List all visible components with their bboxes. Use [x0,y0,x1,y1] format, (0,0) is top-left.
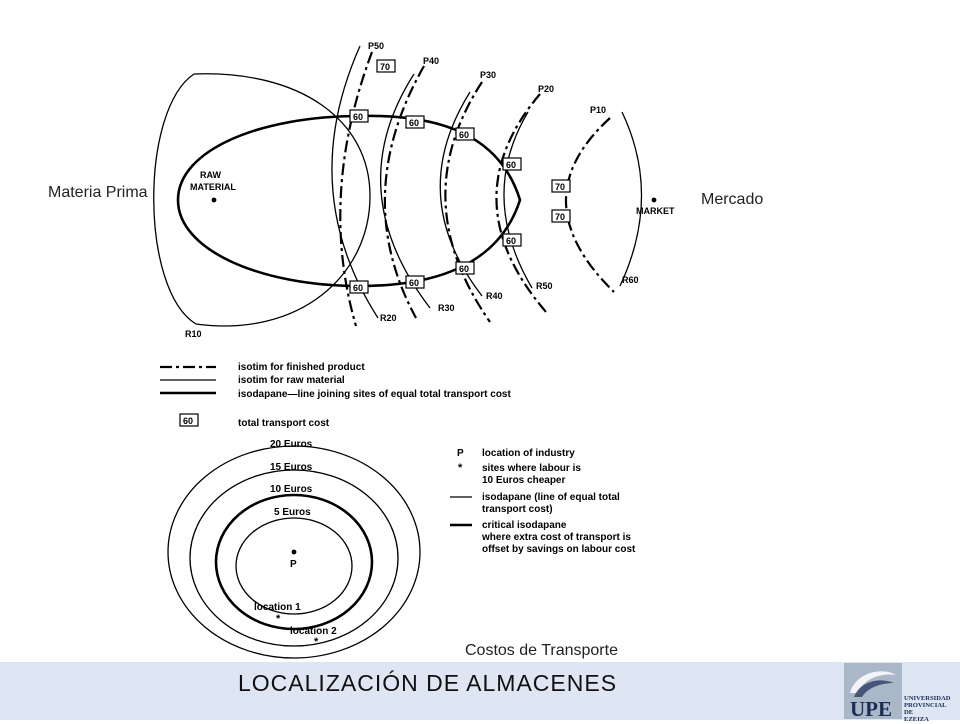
cost-box-11: 60 [349,280,369,294]
svg-text:60: 60 [459,264,469,274]
slide-title: LOCALIZACIÓN DE ALMACENES [238,670,618,696]
label-market: MARKET [636,206,675,216]
isotim-product-p30 [444,81,491,323]
label-r40: R40 [486,291,503,301]
legend-star-text-2: 10 Euros cheaper [482,475,565,486]
svg-text:70: 70 [555,182,565,192]
label-r10: R10 [185,329,202,339]
label-r60: R60 [622,275,639,285]
svg-text:60: 60 [409,278,419,288]
label-r50: R50 [536,281,553,291]
svg-text:60: 60 [409,118,419,128]
cost-box-6: 70 [551,179,571,193]
svg-text:60: 60 [459,130,469,140]
legend-star-text-1: sites where labour is [482,463,581,474]
legend-cost-text: total transport cost [238,418,330,429]
ring-10-euros [214,493,374,631]
legend-crit-text-3: offset by savings on labour cost [482,544,636,555]
label-p10: P10 [590,105,606,115]
label-raw-material-2: MATERIAL [190,182,236,192]
ring-label-15: 15 Euros [270,462,313,473]
isotim-raw-r60 [619,111,643,287]
cost-box-9: 60 [455,261,475,275]
ring-label-20: 20 Euros [270,439,313,450]
cost-box-10: 60 [405,275,425,289]
legend-iso-text-2: transport cost) [482,504,553,515]
legend-p-symbol: P [457,448,464,459]
legend-crit-text-1: critical isodapane [482,520,567,531]
cost-box-12: 60 [183,416,193,426]
ring-center-p: P [290,559,297,570]
logo-text: UNIVERSIDAD PROVINCIAL DE EZEIZA [904,695,956,723]
logo-line-2: PROVINCIAL DE [904,702,947,716]
label-r30: R30 [438,303,455,313]
isotim-raw-r20 [331,45,379,319]
label-raw-material-1: RAW [200,170,222,180]
svg-text:60: 60 [506,160,516,170]
legend-star-symbol: * [458,462,463,474]
market-point [651,197,657,203]
caption-raw-material: Materia Prima [48,184,148,201]
ring-20-euros [167,445,421,659]
legend-cost-box [179,413,199,427]
legend-isodapane-text: isodapane—line joining sites of equal to… [238,389,511,400]
isotim-raw-r30 [380,73,431,309]
location-2-star: * [314,636,319,648]
isotim-product-p10 [564,117,615,293]
legend-finished-text: isotim for finished product [238,362,365,373]
isotim-product-p20 [495,93,547,313]
label-p50: P50 [368,41,384,51]
logo-line-1: UNIVERSIDAD [904,695,951,702]
isotim-raw-r10 [153,73,371,327]
ring-15-euros [189,469,399,647]
cost-box-4: 60 [455,127,475,141]
cost-box-2: 60 [349,109,369,123]
isotim-raw-r50 [503,111,533,289]
industry-point [291,549,297,555]
svg-text:60: 60 [353,112,363,122]
svg-text:70: 70 [555,212,565,222]
ring-label-10: 10 Euros [270,484,313,495]
legend-iso-text-1: isodapane (line of equal total [482,492,620,503]
location-1-label: location 1 [254,602,301,613]
cost-box-1: 70 [376,59,396,73]
legend-raw-text: isotim for raw material [238,375,345,386]
cost-box-7: 70 [551,209,571,223]
cost-box-8: 60 [502,233,522,247]
label-p30: P30 [480,70,496,80]
svg-text:60: 60 [506,236,516,246]
svg-text:70: 70 [380,62,390,72]
label-r20: R20 [380,313,397,323]
logo-tile [844,663,902,719]
ring-5-euros [235,517,353,615]
weber-location-diagram: RAW MATERIAL MARKET R10 R20 R30 R40 R50 … [153,41,675,659]
cost-box-3: 60 [405,115,425,129]
logo-mark: UPE [850,697,892,721]
logo-swoosh-icon [850,671,896,697]
label-p20: P20 [538,84,554,94]
isotim-product-p40 [383,65,425,319]
footer-bar [0,662,960,720]
location-1-star: * [276,613,281,625]
isodapane-ellipse [176,114,522,288]
raw-material-point [211,197,217,203]
caption-transport-costs: Costos de Transporte [465,642,618,659]
legend-crit-text-2: where extra cost of transport is [481,532,631,543]
svg-text:60: 60 [183,416,193,426]
svg-text:60: 60 [353,283,363,293]
cost-box-5: 60 [502,157,522,171]
isotim-product-p50 [339,51,374,327]
caption-market: Mercado [701,191,764,208]
ring-label-5: 5 Euros [274,507,311,518]
location-2-label: location 2 [290,626,337,637]
label-p40: P40 [423,56,439,66]
legend-p-text: location of industry [482,448,575,459]
